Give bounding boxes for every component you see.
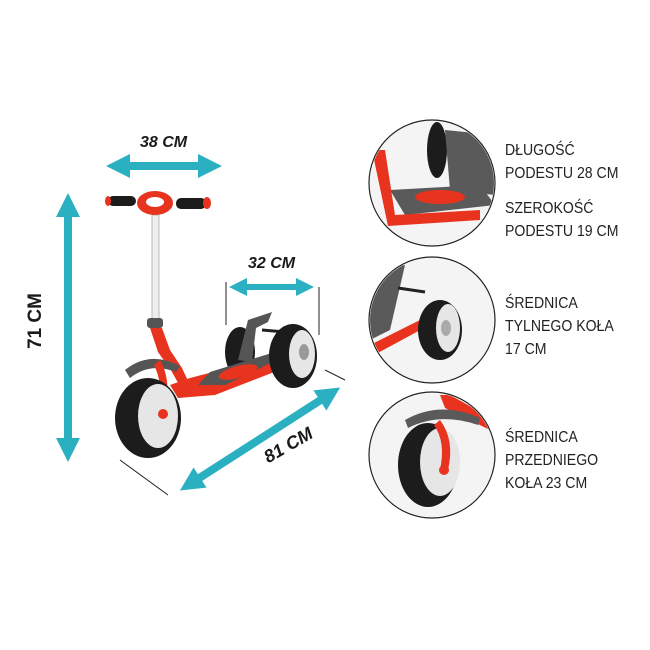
spec-line: TYLNEGO KOŁA bbox=[505, 318, 614, 335]
spec-line: PRZEDNIEGO bbox=[505, 452, 599, 469]
length-arrow bbox=[179, 387, 341, 491]
deck-width-spec: SZEROKOŚĆ PODESTU 19 CM bbox=[505, 197, 618, 243]
spec-line: PODESTU 19 CM bbox=[505, 223, 619, 240]
deck-length-spec: DŁUGOŚĆ PODESTU 28 CM bbox=[505, 139, 618, 185]
rear-width-label: 32 CM bbox=[248, 255, 296, 272]
deck-detail-circle bbox=[370, 121, 494, 245]
tick-line bbox=[324, 369, 346, 381]
rear-wheel-spec: ŚREDNICA TYLNEGO KOŁA 17 CM bbox=[505, 292, 614, 361]
spec-line: DŁUGOŚĆ bbox=[505, 142, 575, 159]
tick-line bbox=[119, 459, 169, 496]
front-wheel-spec: ŚREDNICA PRZEDNIEGO KOŁA 23 CM bbox=[505, 426, 598, 495]
spec-line: PODESTU 28 CM bbox=[505, 165, 619, 182]
height-label: 71 CM bbox=[24, 293, 46, 349]
scooter bbox=[105, 191, 317, 458]
spec-line: ŚREDNICA bbox=[505, 295, 578, 312]
spec-line: KOŁA 23 CM bbox=[505, 475, 588, 492]
spec-line: ŚREDNICA bbox=[505, 429, 578, 446]
spec-line: SZEROKOŚĆ bbox=[505, 200, 594, 217]
rear-wheel-detail-circle bbox=[370, 258, 494, 382]
handlebar-width-label: 38 CM bbox=[140, 134, 188, 151]
spec-line: 17 CM bbox=[505, 341, 547, 358]
front-wheel-detail-circle bbox=[370, 393, 494, 517]
